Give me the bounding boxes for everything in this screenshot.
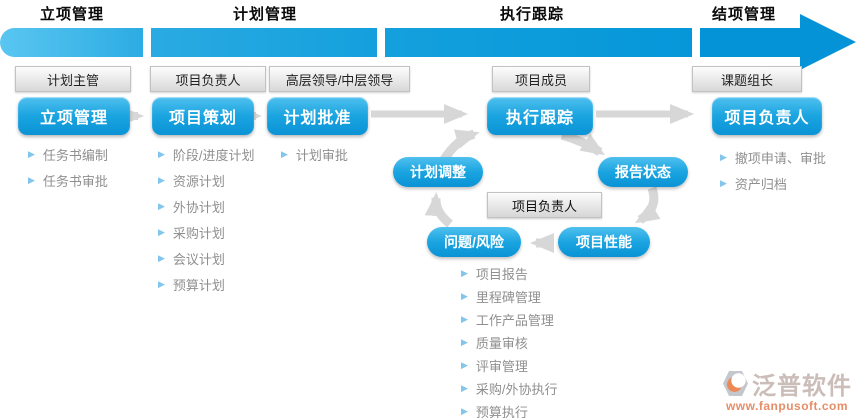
list-item: 任务书审批 (28, 167, 108, 193)
vendor-url: www.fanpusoft.com (725, 399, 849, 413)
timeline-arrow-icon (800, 14, 856, 70)
list-item: 采购/外协执行 (461, 377, 558, 400)
list-item: 计划审批 (281, 141, 348, 167)
list-item: 里程碑管理 (461, 285, 558, 308)
step-node-tracking: 执行跟踪 (487, 97, 593, 135)
list-item: 采购计划 (158, 219, 255, 245)
role-label-team-leader: 课题组长 (692, 66, 802, 92)
phase-header-tracking: 执行跟踪 (500, 6, 565, 23)
step-node-approval: 计划批准 (267, 97, 368, 135)
role-label-leadership: 高层领导/中层领导 (269, 66, 410, 92)
list-item: 任务书编制 (28, 141, 108, 167)
list-item: 项目报告 (461, 262, 558, 285)
vendor-watermark: 泛普软件 www.fanpusoft.com (716, 366, 858, 413)
cycle-node-plan-adjust: 计划调整 (393, 157, 483, 187)
list-initiation: 任务书编制 任务书审批 (28, 141, 108, 193)
cycle-node-risk: 问题/风险 (427, 227, 521, 257)
timeline-segment-2 (151, 28, 377, 57)
list-approval: 计划审批 (281, 141, 348, 167)
list-item: 资源计划 (158, 167, 255, 193)
list-closing: 撤项申请、审批 资产归档 (720, 144, 826, 196)
list-item: 质量审核 (461, 331, 558, 354)
timeline-segment-4 (700, 28, 802, 57)
arrow-risk-to-adjust (424, 192, 453, 228)
list-item: 撤项申请、审批 (720, 144, 826, 170)
list-item: 阶段/进度计划 (158, 141, 255, 167)
step-node-initiation: 立项管理 (18, 97, 130, 135)
role-label-project-manager: 项目负责人 (150, 66, 266, 92)
list-item: 会议计划 (158, 245, 255, 271)
phase-header-planning: 计划管理 (233, 6, 298, 23)
list-item: 资产归档 (720, 170, 826, 196)
fanpu-logo-icon (723, 371, 748, 396)
timeline-segment-1 (0, 28, 143, 57)
vendor-name: 泛普软件 (752, 373, 852, 400)
list-item: 评审管理 (461, 354, 558, 377)
step-node-planning: 项目策划 (152, 97, 254, 135)
list-item: 预算计划 (158, 271, 255, 297)
list-tracking: 项目报告 里程碑管理 工作产品管理 质量审核 评审管理 采购/外协执行 预算执行 (461, 262, 558, 419)
list-item: 预算执行 (461, 400, 558, 419)
role-label-plan-supervisor: 计划主管 (15, 66, 131, 92)
list-item: 工作产品管理 (461, 308, 558, 331)
step-node-closing: 项目负责人 (712, 97, 822, 135)
cycle-center-label: 项目负责人 (487, 192, 602, 218)
role-label-project-member: 项目成员 (492, 66, 590, 92)
arrow-tracking-to-report (560, 130, 606, 156)
cycle-node-performance: 项目性能 (558, 227, 650, 257)
phase-header-closing: 结项管理 (712, 6, 777, 23)
timeline-segment-3 (385, 28, 692, 57)
list-planning: 阶段/进度计划 资源计划 外协计划 采购计划 会议计划 预算计划 (158, 141, 255, 297)
cycle-node-report-status: 报告状态 (598, 157, 688, 187)
list-item: 外协计划 (158, 193, 255, 219)
arrow-report-to-performance (634, 186, 661, 224)
phase-header-initiation: 立项管理 (40, 6, 105, 23)
